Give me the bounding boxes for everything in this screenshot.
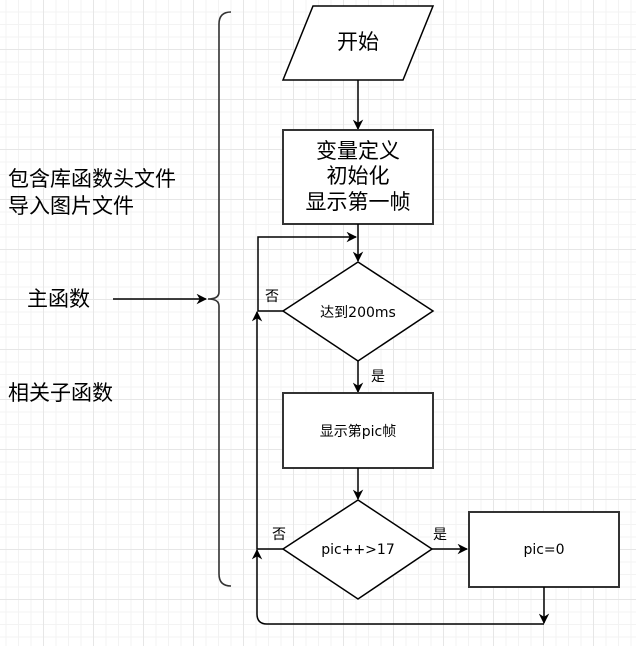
init-node[interactable] xyxy=(282,129,434,225)
edge-timer-no-loop xyxy=(257,231,358,312)
images-label: 导入图片文件 xyxy=(8,194,134,218)
init-node-label: 变量定义 初始化 显示第一帧 xyxy=(283,130,433,224)
timer-decision-label: 达到200ms xyxy=(320,304,396,321)
init-line-1: 变量定义 xyxy=(316,139,400,164)
edge-pic-no xyxy=(251,310,283,550)
show-frame-label: 显示第pic帧 xyxy=(319,423,397,440)
start-node[interactable] xyxy=(281,5,435,81)
timer-no-label: 否 xyxy=(265,289,279,305)
pic-decision-label: pic++>17 xyxy=(321,541,395,558)
reset-pic-node[interactable] xyxy=(468,511,620,588)
curly-brace xyxy=(207,11,232,587)
init-line-3: 显示第一帧 xyxy=(305,189,411,214)
sub-functions-label: 相关子函数 xyxy=(8,381,113,405)
main-function-label: 主函数 xyxy=(27,287,90,311)
reset-pic-label: pic=0 xyxy=(523,541,565,558)
init-line-2: 初始化 xyxy=(326,164,390,189)
timer-yes-label: 是 xyxy=(371,369,385,385)
edge-reset-loop xyxy=(251,548,544,625)
pic-yes-label: 是 xyxy=(433,527,447,543)
headers-label: 包含库函数头文件 xyxy=(8,167,176,191)
show-frame-node[interactable] xyxy=(282,392,434,469)
pic-decision-node[interactable] xyxy=(281,499,434,600)
pic-no-label: 否 xyxy=(272,527,286,543)
start-node-label: 开始 xyxy=(337,30,379,55)
